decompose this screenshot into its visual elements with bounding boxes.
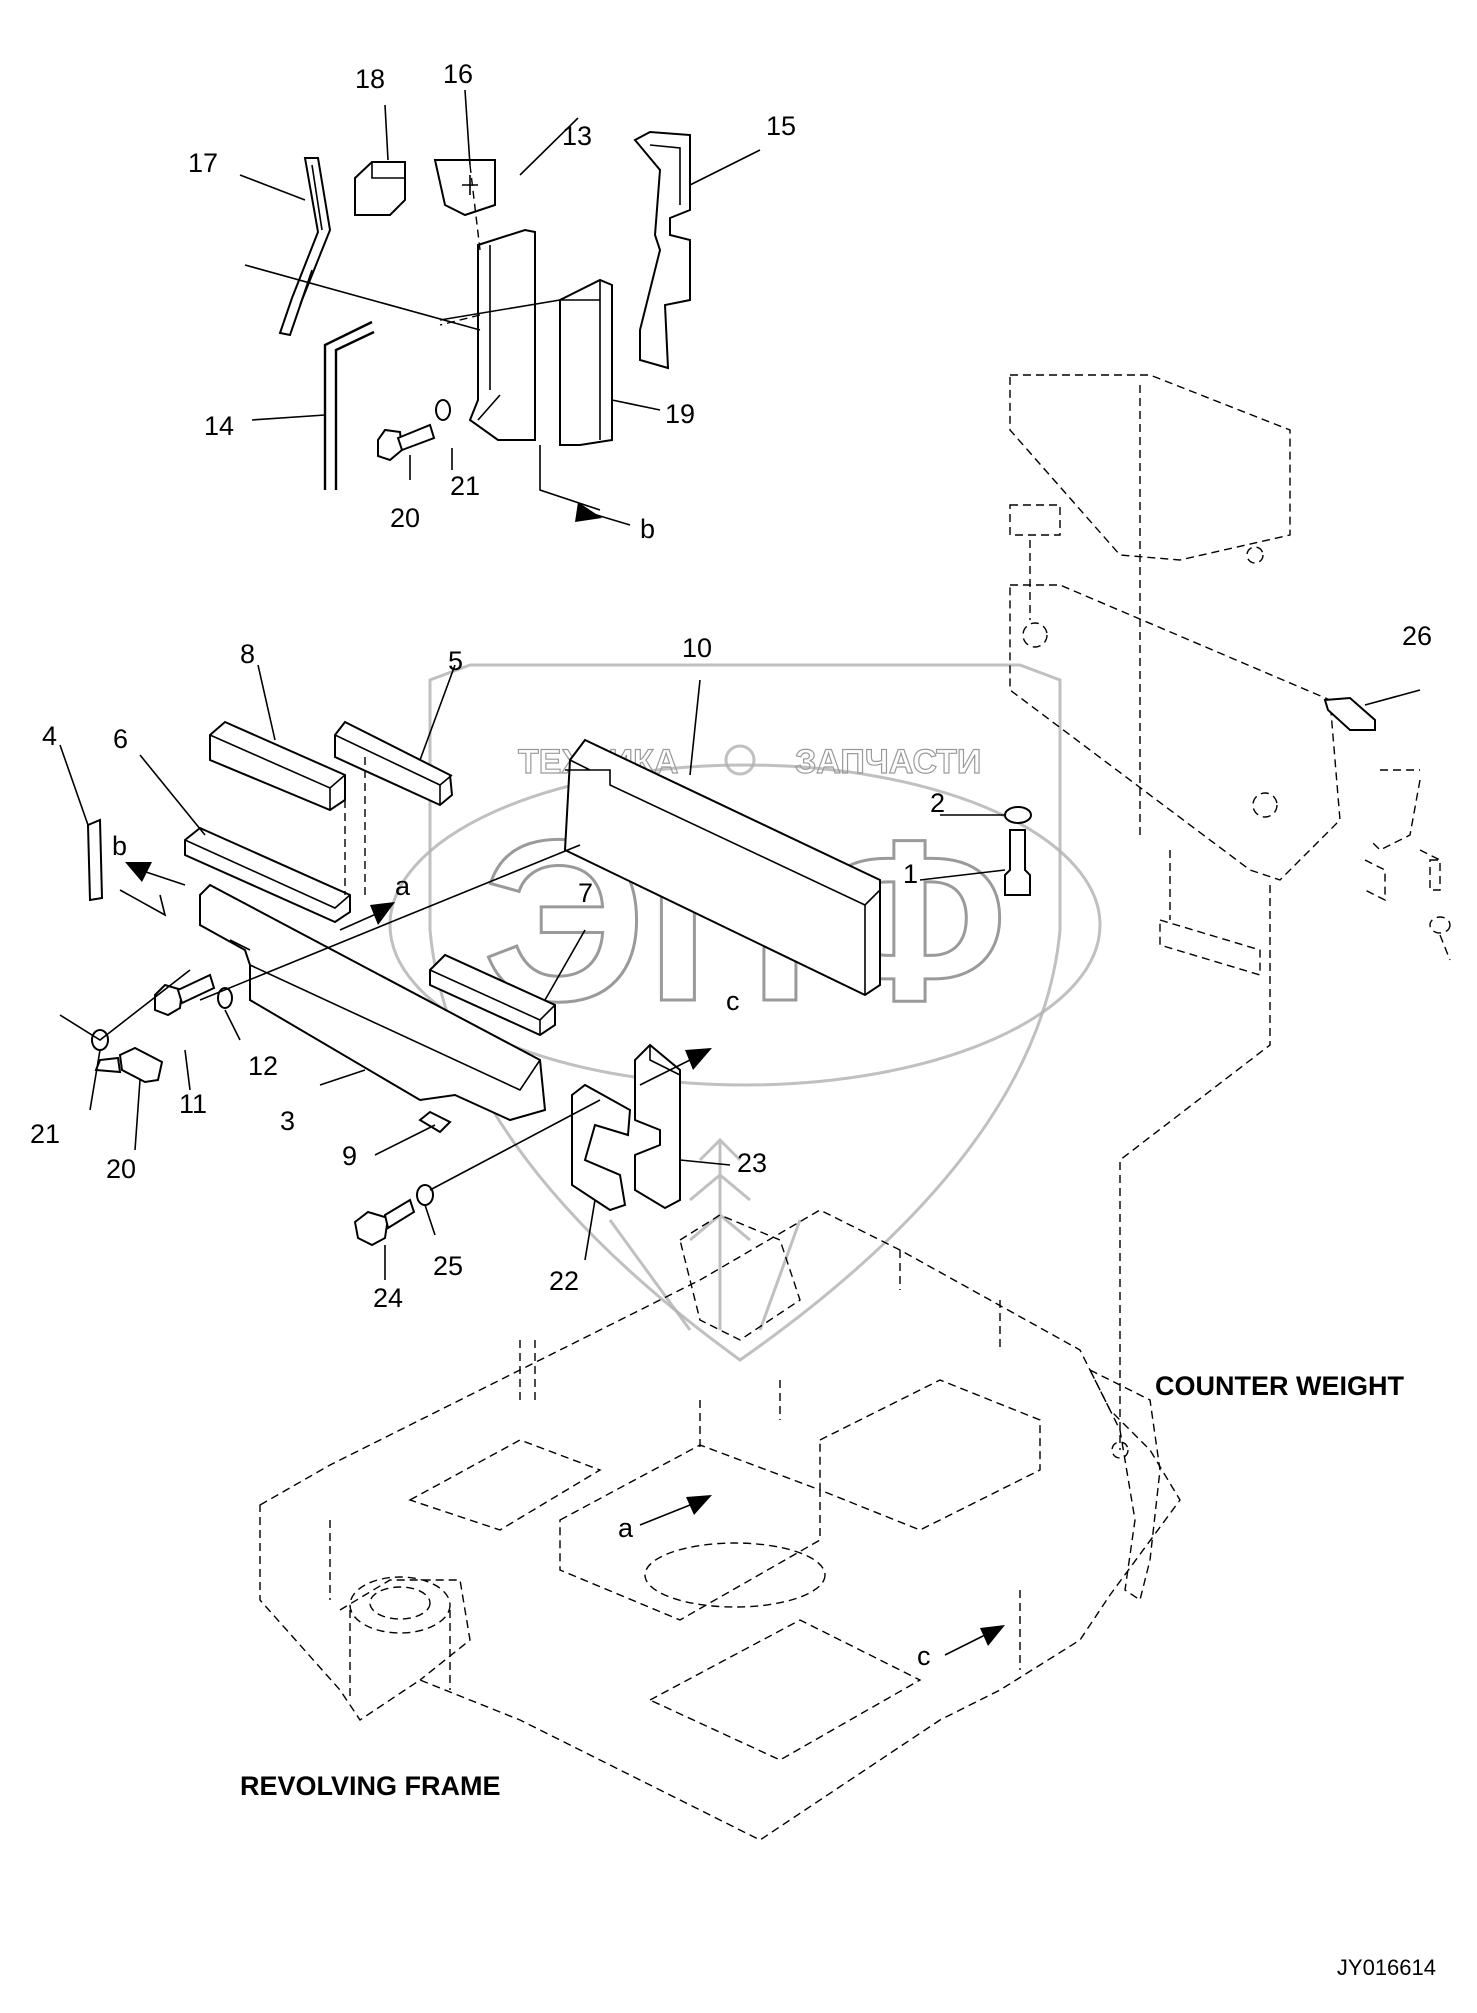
gear-icon [724, 744, 756, 776]
watermark-text-right: ЗАПЧАСТИ [795, 743, 981, 781]
part-20-bolt-top [377, 428, 404, 462]
callout-12: 12 [248, 1051, 278, 1081]
frame-engine-mount [679, 1214, 801, 1341]
counter-weight-group [1009, 374, 1451, 1450]
top-bracket-group [239, 89, 761, 526]
revolving-frame-group [259, 1209, 1181, 1841]
part-23-bracket [634, 1043, 681, 1210]
part-18-block [354, 161, 406, 216]
part-26-strip [1323, 696, 1376, 731]
callout-labels: 1 2 3 4 5 6 7 8 9 10 11 12 13 14 15 16 1… [30, 59, 1432, 1313]
part-25-washer [416, 1184, 434, 1206]
letter-b-top: b [640, 514, 655, 544]
part-4-strip [86, 818, 104, 902]
callout-20-middle: 20 [106, 1154, 136, 1184]
arrow-letters: a a b b c c [112, 514, 931, 1671]
callout-2: 2 [930, 788, 945, 818]
callout-6: 6 [113, 724, 128, 754]
revolving-frame-label: REVOLVING FRAME [240, 1771, 501, 1801]
arrow-a-middle [370, 902, 395, 925]
callout-4: 4 [42, 721, 57, 751]
frame-swing-bearing [349, 1576, 451, 1634]
letter-a-bottom: a [618, 1513, 634, 1543]
letter-b-middle: b [112, 831, 127, 861]
callout-1: 1 [903, 859, 918, 889]
revolving-frame-outline [259, 1209, 1181, 1841]
part-7-block [429, 953, 556, 1037]
callout-22: 22 [549, 1266, 579, 1296]
arrow-a-bottom [686, 1495, 712, 1515]
part-19-pad [559, 278, 613, 446]
callout-20-top: 20 [390, 503, 420, 533]
callout-5: 5 [448, 646, 463, 676]
part-21-washer-top [435, 399, 451, 421]
callout-24: 24 [373, 1283, 403, 1313]
callout-3: 3 [280, 1106, 295, 1136]
arrow-b-top [575, 502, 602, 522]
callout-8: 8 [240, 639, 255, 669]
callout-21-top: 21 [450, 471, 480, 501]
part-2-washer [1004, 806, 1032, 824]
callout-9: 9 [342, 1141, 357, 1171]
callout-19: 19 [665, 399, 695, 429]
callout-13: 13 [562, 121, 592, 151]
middle-plate-group [59, 664, 1421, 1280]
callout-15: 15 [766, 111, 796, 141]
callout-25: 25 [433, 1251, 463, 1281]
part-1-bolt [1004, 829, 1031, 896]
counter-weight-label: COUNTER WEIGHT [1155, 1371, 1404, 1401]
callout-14: 14 [204, 411, 234, 441]
callout-23: 23 [737, 1148, 767, 1178]
callout-21-middle: 21 [30, 1119, 60, 1149]
wheat-icon [608, 1137, 802, 1331]
part-12-washer [217, 987, 233, 1009]
letter-a-middle: a [395, 871, 411, 901]
drawing-number: JY016614 [1337, 1955, 1436, 1980]
part-22-bracket [571, 1083, 632, 1212]
part-20-bolt-middle [118, 1046, 164, 1084]
callout-7: 7 [578, 878, 593, 908]
part-10-long-plate [563, 738, 881, 997]
callout-10: 10 [682, 633, 712, 663]
frame-counterweight-edge [1088, 1368, 1161, 1602]
callout-26: 26 [1402, 621, 1432, 651]
callout-16: 16 [443, 59, 473, 89]
counter-weight-body [1009, 584, 1341, 881]
callout-11: 11 [179, 1089, 207, 1119]
part-8-block [209, 720, 346, 812]
part-14-rod [323, 320, 375, 490]
part-17-seal-strip [278, 157, 332, 337]
counter-weight-upper-frame [1009, 374, 1291, 561]
letter-c-bottom: c [917, 1641, 931, 1671]
part-15-bracket [633, 130, 691, 370]
letter-c-middle: c [726, 986, 740, 1016]
arrow-b-middle [125, 862, 152, 882]
arrow-c-bottom [980, 1625, 1005, 1646]
callout-17: 17 [188, 148, 218, 178]
callout-18: 18 [355, 64, 385, 94]
arrow-c-middle [685, 1048, 712, 1070]
part-9-clip [418, 1110, 452, 1134]
part-16-block [433, 159, 496, 217]
part-13-plate [468, 228, 536, 441]
part-24-bolt [353, 1210, 390, 1247]
